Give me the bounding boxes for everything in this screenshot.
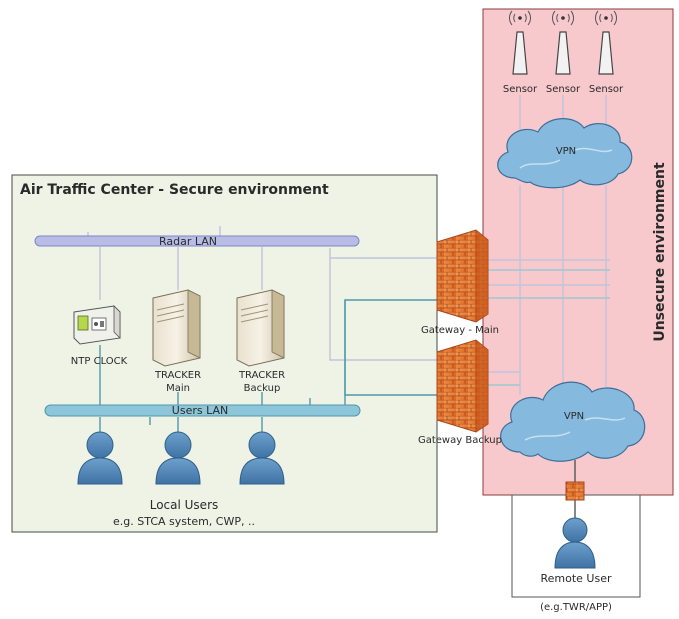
- firewall-icon: [436, 339, 489, 433]
- tracker-main-label-2: Main: [166, 383, 190, 394]
- local-users-examples: e.g. STCA system, CWP, ..: [113, 515, 255, 528]
- cloud-icon: [500, 381, 646, 462]
- sensor-label: Sensor: [589, 84, 624, 95]
- server-icon: [152, 289, 201, 367]
- cloud-icon: [497, 118, 633, 189]
- sensor-icon: [508, 10, 532, 75]
- ntp-clock-icon: [73, 305, 121, 345]
- sensor-group: Sensor Sensor Sensor: [503, 10, 624, 95]
- ntp-clock: NTP CLOCK: [71, 305, 128, 367]
- sensor-icon: [551, 10, 575, 75]
- remote-firewall-icon: [565, 481, 585, 501]
- vpn-cloud-bottom: VPN: [500, 381, 646, 462]
- person-icon: [239, 431, 285, 485]
- vpn-cloud-top: VPN: [497, 118, 633, 189]
- firewall-icon: [436, 229, 489, 323]
- vpn-bottom-label: VPN: [564, 411, 584, 422]
- sensor-label: Sensor: [503, 84, 538, 95]
- person-icon: [554, 517, 596, 569]
- users-lan-label: Users LAN: [172, 404, 228, 417]
- local-users: Local Users e.g. STCA system, CWP, ..: [77, 431, 285, 528]
- radar-lan-bus: Radar LAN: [34, 235, 360, 248]
- sensor-label: Sensor: [546, 84, 581, 95]
- radar-lan-label: Radar LAN: [159, 235, 217, 248]
- server-icon: [236, 289, 285, 367]
- tracker-backup-label-2: Backup: [244, 383, 281, 394]
- local-users-label: Local Users: [150, 498, 219, 512]
- person-icon: [155, 431, 201, 485]
- gateway-backup-label: Gateway Backup: [418, 435, 502, 446]
- gateway-backup: Gateway Backup: [418, 339, 502, 446]
- gateway-main: Gateway - Main: [421, 229, 499, 336]
- gateway-main-label: Gateway - Main: [421, 325, 499, 336]
- remote-user: Remote User (e.g.TWR/APP): [540, 517, 612, 613]
- sensor-icon: [594, 10, 618, 75]
- person-icon: [77, 431, 123, 485]
- tracker-backup-label-1: TRACKER: [238, 370, 285, 381]
- ntp-clock-label: NTP CLOCK: [71, 356, 128, 367]
- unsecure-environment-title: Unsecure environment: [652, 162, 668, 342]
- tracker-backup: TRACKER Backup: [236, 289, 285, 394]
- tracker-main: TRACKER Main: [152, 289, 201, 394]
- secure-environment-title: Air Traffic Center - Secure environment: [20, 182, 329, 198]
- vpn-top-label: VPN: [556, 146, 576, 157]
- remote-user-label: Remote User: [540, 572, 611, 585]
- users-lan-bus: Users LAN: [44, 404, 361, 417]
- connection-lines: [87, 95, 610, 518]
- secure-environment-zone: [11, 174, 438, 533]
- remote-user-example: (e.g.TWR/APP): [540, 602, 612, 613]
- tracker-main-label-1: TRACKER: [154, 370, 201, 381]
